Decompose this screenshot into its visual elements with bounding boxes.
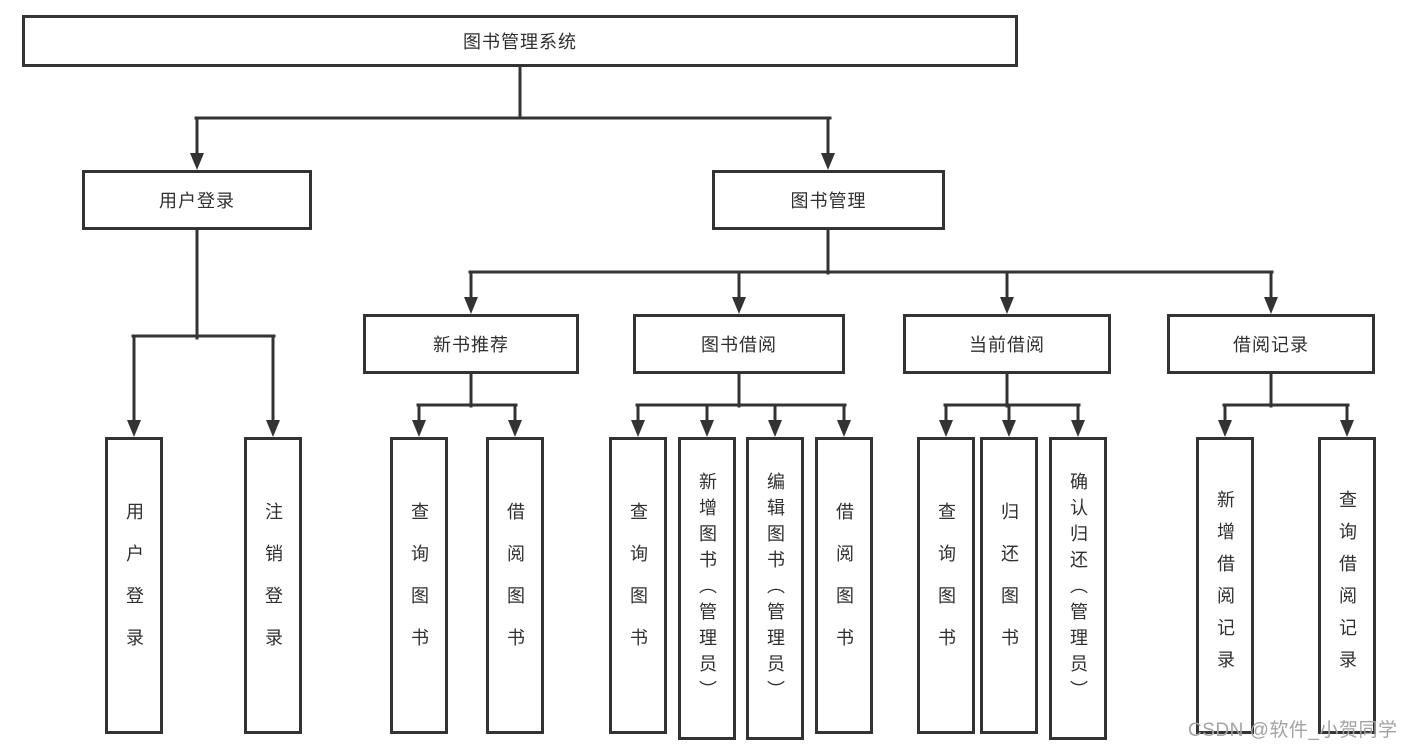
arrowhead-icon <box>412 420 426 437</box>
leaf-confirm-return-admin: 确认归还（管理员） <box>1049 437 1107 740</box>
leaf-query-books-current-label: 查询图书 <box>936 501 956 670</box>
leaf-query-borrow-record: 查询借阅记录 <box>1318 437 1376 734</box>
node-root: 图书管理系统 <box>22 15 1018 67</box>
leaf-query-books-recommend: 查询图书 <box>390 437 448 734</box>
leaf-add-book-admin-label: 新增图书（管理员） <box>697 471 717 706</box>
node-user-login-label: 用户登录 <box>159 191 235 211</box>
leaf-return-book: 归还图书 <box>980 437 1038 734</box>
leaf-borrow-books-recommend-label: 借阅图书 <box>505 501 525 670</box>
leaf-query-books-borrow: 查询图书 <box>609 437 667 734</box>
node-current-borrow: 当前借阅 <box>903 314 1111 374</box>
leaf-add-borrow-record: 新增借阅记录 <box>1196 437 1254 734</box>
leaf-edit-book-admin: 编辑图书（管理员） <box>746 437 804 740</box>
arrowhead-icon <box>821 153 835 170</box>
leaf-borrow-books: 借阅图书 <box>815 437 873 734</box>
csdn-watermark: CSDN @软件_小贺同学 <box>1188 720 1398 741</box>
leaf-query-borrow-record-label: 查询借阅记录 <box>1337 489 1357 682</box>
leaf-add-book-admin: 新增图书（管理员） <box>678 437 736 740</box>
connector-root-to-level2 <box>194 64 832 158</box>
leaf-query-books-current: 查询图书 <box>917 437 975 734</box>
arrowhead-icon <box>1071 420 1085 437</box>
node-current-borrow-label: 当前借阅 <box>969 335 1045 355</box>
arrowhead-icon <box>266 420 280 437</box>
leaf-user-login: 用户登录 <box>105 437 163 734</box>
arrowhead-icon <box>127 420 141 437</box>
arrowhead-icon <box>1000 297 1014 314</box>
leaf-logout-label: 注销登录 <box>263 501 283 670</box>
node-user-login: 用户登录 <box>82 170 312 230</box>
leaf-confirm-return-admin-label: 确认归还（管理员） <box>1068 471 1088 706</box>
node-new-book-recommend-label: 新书推荐 <box>433 335 509 355</box>
node-root-label: 图书管理系统 <box>463 32 577 52</box>
arrowhead-icon <box>768 420 782 437</box>
arrowhead-icon <box>1218 420 1232 437</box>
arrowhead-icon <box>631 420 645 437</box>
node-book-borrow: 图书借阅 <box>633 314 845 374</box>
leaf-query-books-borrow-label: 查询图书 <box>628 501 648 670</box>
connector-book-management-children <box>468 226 1274 302</box>
node-new-book-recommend: 新书推荐 <box>363 314 579 374</box>
connector-new-book-recommend-children <box>416 370 518 425</box>
node-book-management-label: 图书管理 <box>790 191 867 211</box>
arrowhead-icon <box>700 420 714 437</box>
leaf-add-borrow-record-label: 新增借阅记录 <box>1215 489 1235 682</box>
connector-user-login-children <box>131 226 276 425</box>
node-borrow-records: 借阅记录 <box>1167 314 1375 374</box>
arrowhead-icon <box>190 153 204 170</box>
arrowhead-icon <box>508 420 522 437</box>
leaf-edit-book-admin-label: 编辑图书（管理员） <box>765 471 785 706</box>
leaf-user-login-label: 用户登录 <box>124 501 144 670</box>
node-borrow-records-label: 借阅记录 <box>1233 335 1309 355</box>
leaf-query-books-recommend-label: 查询图书 <box>409 501 429 670</box>
leaf-return-book-label: 归还图书 <box>999 501 1019 670</box>
leaf-logout: 注销登录 <box>244 437 302 734</box>
arrowhead-icon <box>1264 297 1278 314</box>
connector-current-borrow-children <box>943 370 1081 425</box>
leaf-borrow-books-label: 借阅图书 <box>834 501 854 670</box>
node-book-management: 图书管理 <box>712 170 945 230</box>
arrowhead-icon <box>732 297 746 314</box>
leaf-borrow-books-recommend: 借阅图书 <box>486 437 544 734</box>
arrowhead-icon <box>464 297 478 314</box>
node-book-borrow-label: 图书借阅 <box>701 335 777 355</box>
arrowhead-icon <box>1002 420 1016 437</box>
connector-borrow-records-children <box>1222 370 1350 425</box>
arrowhead-icon <box>1340 420 1354 437</box>
arrowhead-icon <box>939 420 953 437</box>
connector-book-borrow-children <box>635 370 847 425</box>
arrowhead-icon <box>837 420 851 437</box>
